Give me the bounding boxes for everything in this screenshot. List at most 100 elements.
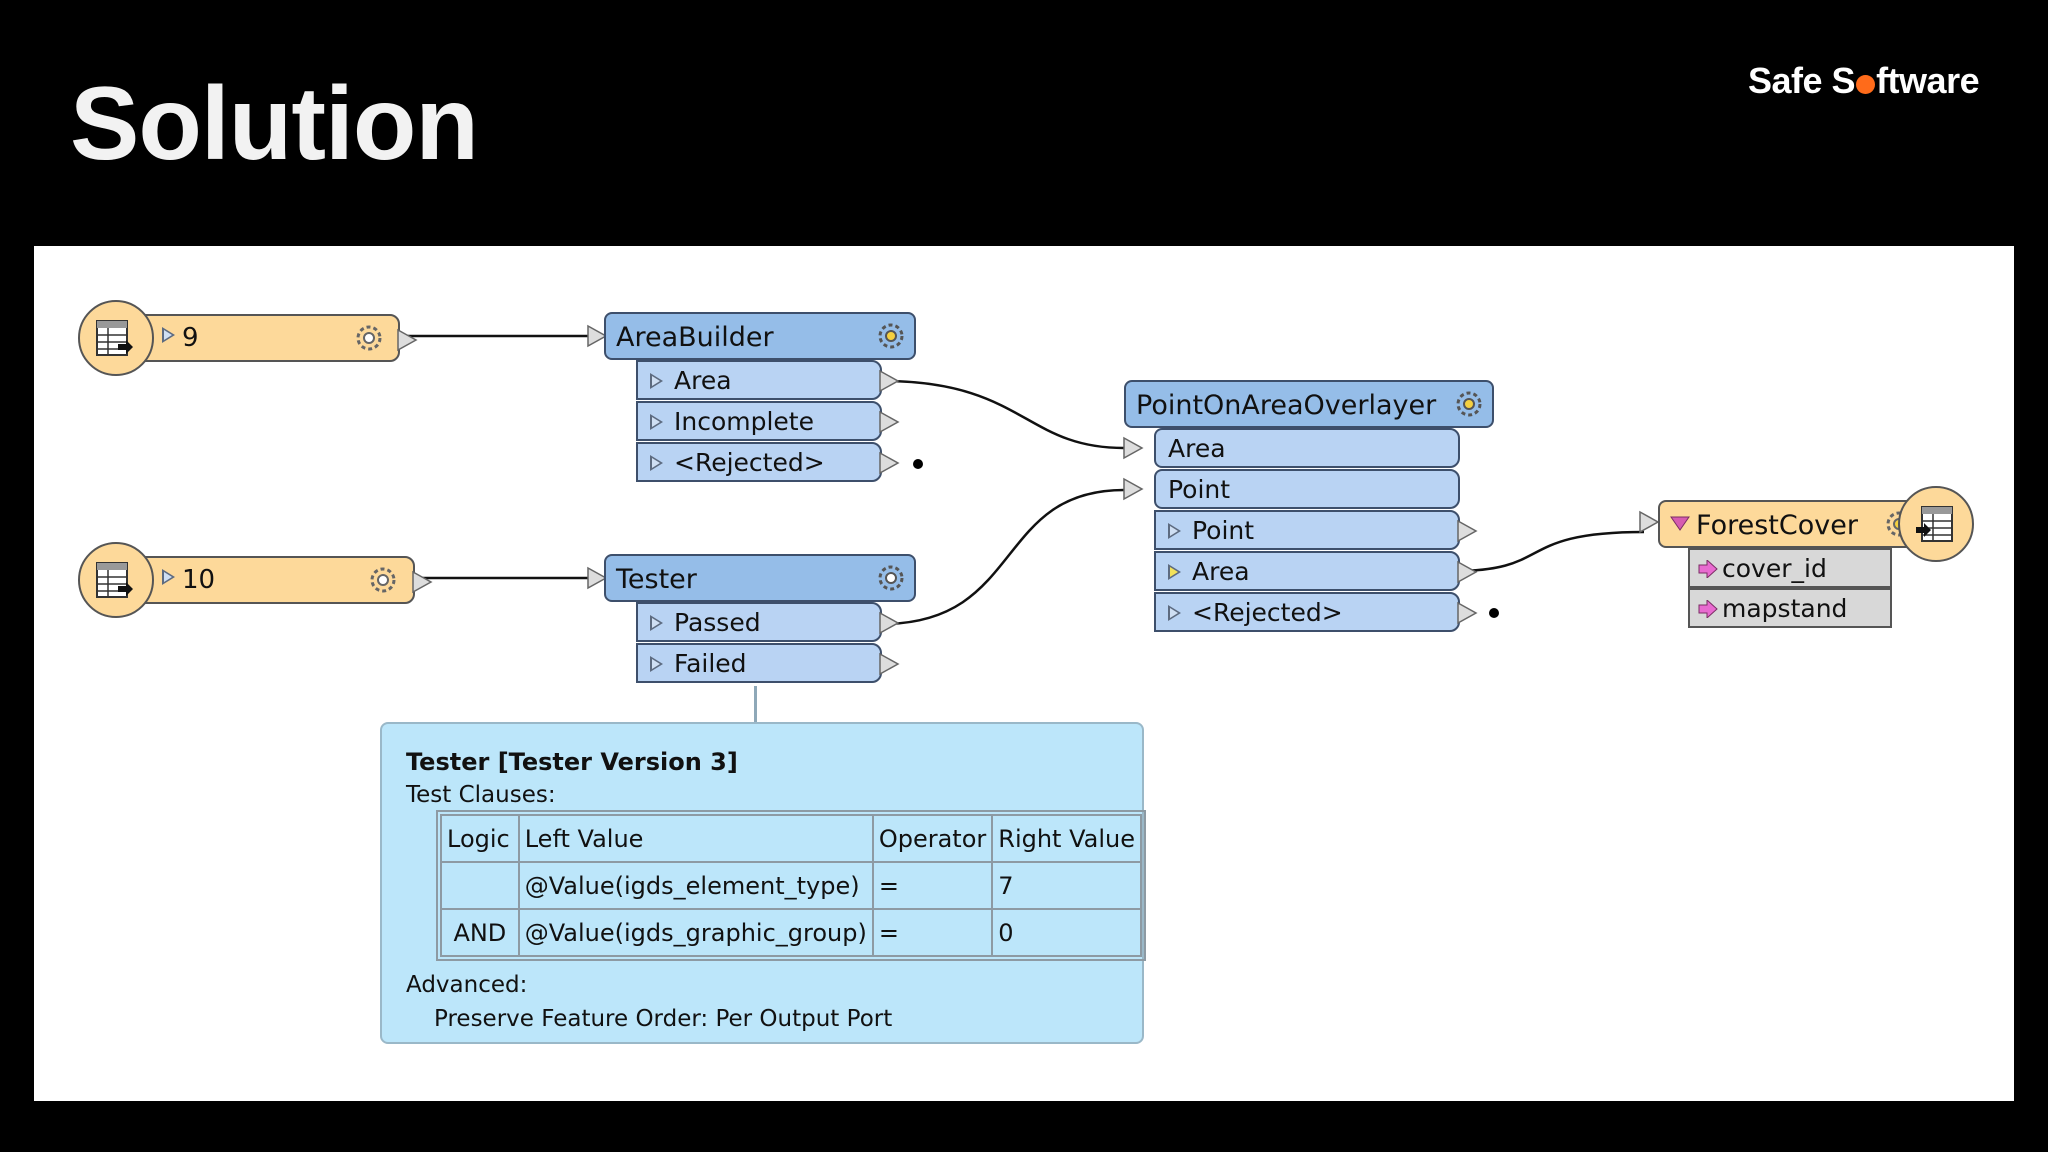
gear-icon[interactable] (366, 563, 400, 597)
connection-area-to-overlayer (881, 379, 1125, 450)
output-port-rejected[interactable]: <Rejected> (636, 442, 882, 482)
table-row: @Value(igds_element_type) = 7 (440, 861, 1142, 910)
triangle-port-icon (650, 373, 663, 389)
triangle-port-icon (1168, 605, 1181, 621)
rejected-dot (913, 459, 923, 469)
column-header: Operator (871, 814, 994, 863)
writer-attribute-mapstand[interactable]: mapstand (1688, 588, 1892, 628)
test-clauses-table: Logic Left Value Operator Right Value @V… (436, 810, 1146, 961)
transformer-title: PointOnAreaOverlayer (1136, 390, 1437, 421)
table-header-row: Logic Left Value Operator Right Value (440, 814, 1142, 863)
rejected-dot (1489, 608, 1499, 618)
reader-circle (78, 542, 154, 618)
port-label: Failed (674, 649, 747, 678)
tooltip-title: Tester [Tester Version 3] (406, 748, 738, 776)
port-label: Point (1168, 475, 1231, 504)
table-cell: @Value(igds_element_type) (517, 861, 874, 910)
brand-dot-icon (1856, 75, 1876, 94)
table-cell (440, 861, 520, 910)
workspace-canvas[interactable]: 9 10 AreaBuilder Area Incomplete <Reject… (34, 246, 2014, 1101)
table-cell: = (871, 908, 994, 957)
writer-header[interactable]: ForestCover (1658, 500, 1924, 548)
reader-9[interactable]: 9 (78, 300, 418, 380)
slide-title: Solution (70, 66, 479, 182)
attribute-arrow-icon (1698, 560, 1718, 578)
triangle-port-icon (397, 328, 418, 352)
output-port-point[interactable]: Point (1154, 510, 1460, 550)
output-port-passed[interactable]: Passed (636, 602, 882, 642)
triangle-port-icon (1168, 523, 1181, 539)
input-port-point[interactable]: Point (1154, 469, 1460, 509)
output-port-rejected[interactable]: <Rejected> (1154, 592, 1460, 632)
transformer-header[interactable]: AreaBuilder (604, 312, 916, 360)
transformer-tester[interactable]: Tester Passed Failed (587, 554, 924, 694)
port-label: Area (1168, 434, 1226, 463)
port-label: Passed (674, 608, 761, 637)
triangle-port-icon (587, 324, 608, 348)
triangle-port-icon (1457, 601, 1478, 625)
triangle-port-icon (650, 656, 663, 672)
port-label: Incomplete (674, 407, 814, 436)
triangle-port-icon (412, 570, 433, 594)
gear-icon[interactable] (874, 319, 908, 353)
triangle-port-icon (1639, 510, 1660, 534)
output-port-area[interactable]: Area (636, 360, 882, 400)
reader-label: 9 (182, 323, 199, 353)
triangle-port-icon (162, 569, 175, 585)
table-row: AND @Value(igds_graphic_group) = 0 (440, 908, 1142, 957)
table-icon (96, 320, 133, 356)
connection-passed-to-overlayer (881, 488, 1125, 626)
connection-area-to-forestcover (1453, 530, 1645, 573)
brand-prefix: Safe S (1748, 60, 1856, 101)
reader-circle (78, 300, 154, 376)
triangle-port-icon (1457, 560, 1478, 584)
table-cell: @Value(igds_graphic_group) (517, 908, 874, 957)
transformer-title: Tester (616, 564, 697, 595)
reader-body: 9 (128, 314, 400, 362)
triangle-port-icon (879, 410, 900, 434)
triangle-port-icon (587, 566, 608, 590)
triangle-port-icon (879, 652, 900, 676)
transformer-areabuilder[interactable]: AreaBuilder Area Incomplete <Rejected> (587, 312, 924, 492)
tester-tooltip: Tester [Tester Version 3] Test Clauses: … (380, 722, 1146, 1044)
triangle-port-icon (879, 369, 900, 393)
transformer-title: AreaBuilder (616, 322, 774, 353)
chevron-down-icon[interactable] (1670, 516, 1690, 532)
gear-icon[interactable] (1452, 387, 1486, 421)
brand-suffix: ftware (1876, 60, 1980, 101)
attribute-arrow-icon (1698, 600, 1718, 618)
table-cell: 7 (991, 861, 1142, 910)
triangle-port-icon (1123, 477, 1144, 501)
output-port-area[interactable]: Area (1154, 551, 1460, 591)
writer-forestcover[interactable]: ForestCover cover_id mapstand (1638, 486, 1978, 636)
transformer-header[interactable]: PointOnAreaOverlayer (1124, 380, 1494, 428)
triangle-port-icon (879, 451, 900, 475)
column-header: Right Value (991, 814, 1142, 863)
advanced-label: Advanced: (406, 972, 528, 998)
connection-lines (404, 334, 1645, 626)
column-header: Left Value (517, 814, 874, 863)
triangle-port-icon (650, 414, 663, 430)
triangle-port-icon (650, 615, 663, 631)
tooltip-pointer (754, 686, 757, 724)
output-port-failed[interactable]: Failed (636, 643, 882, 683)
port-label: Point (1192, 516, 1255, 545)
triangle-port-icon (650, 455, 663, 471)
triangle-port-icon (879, 611, 900, 635)
brand-logo: Safe S ftware (1748, 60, 1980, 102)
port-label: <Rejected> (674, 448, 825, 477)
column-header: Logic (440, 814, 520, 863)
gear-icon[interactable] (874, 561, 908, 595)
table-cell: = (871, 861, 994, 910)
output-port-incomplete[interactable]: Incomplete (636, 401, 882, 441)
writer-attribute-cover-id[interactable]: cover_id (1688, 548, 1892, 588)
gear-icon[interactable] (352, 321, 386, 355)
transformer-header[interactable]: Tester (604, 554, 916, 602)
reader-10[interactable]: 10 (78, 542, 433, 622)
transformer-pointonareaoverlayer[interactable]: PointOnAreaOverlayer Area Point Point Ar… (1123, 380, 1524, 640)
advanced-setting: Preserve Feature Order: Per Output Port (434, 1006, 893, 1032)
reader-label: 10 (182, 565, 216, 595)
port-label: Area (674, 366, 732, 395)
triangle-port-icon (1168, 564, 1181, 580)
input-port-area[interactable]: Area (1154, 428, 1460, 468)
